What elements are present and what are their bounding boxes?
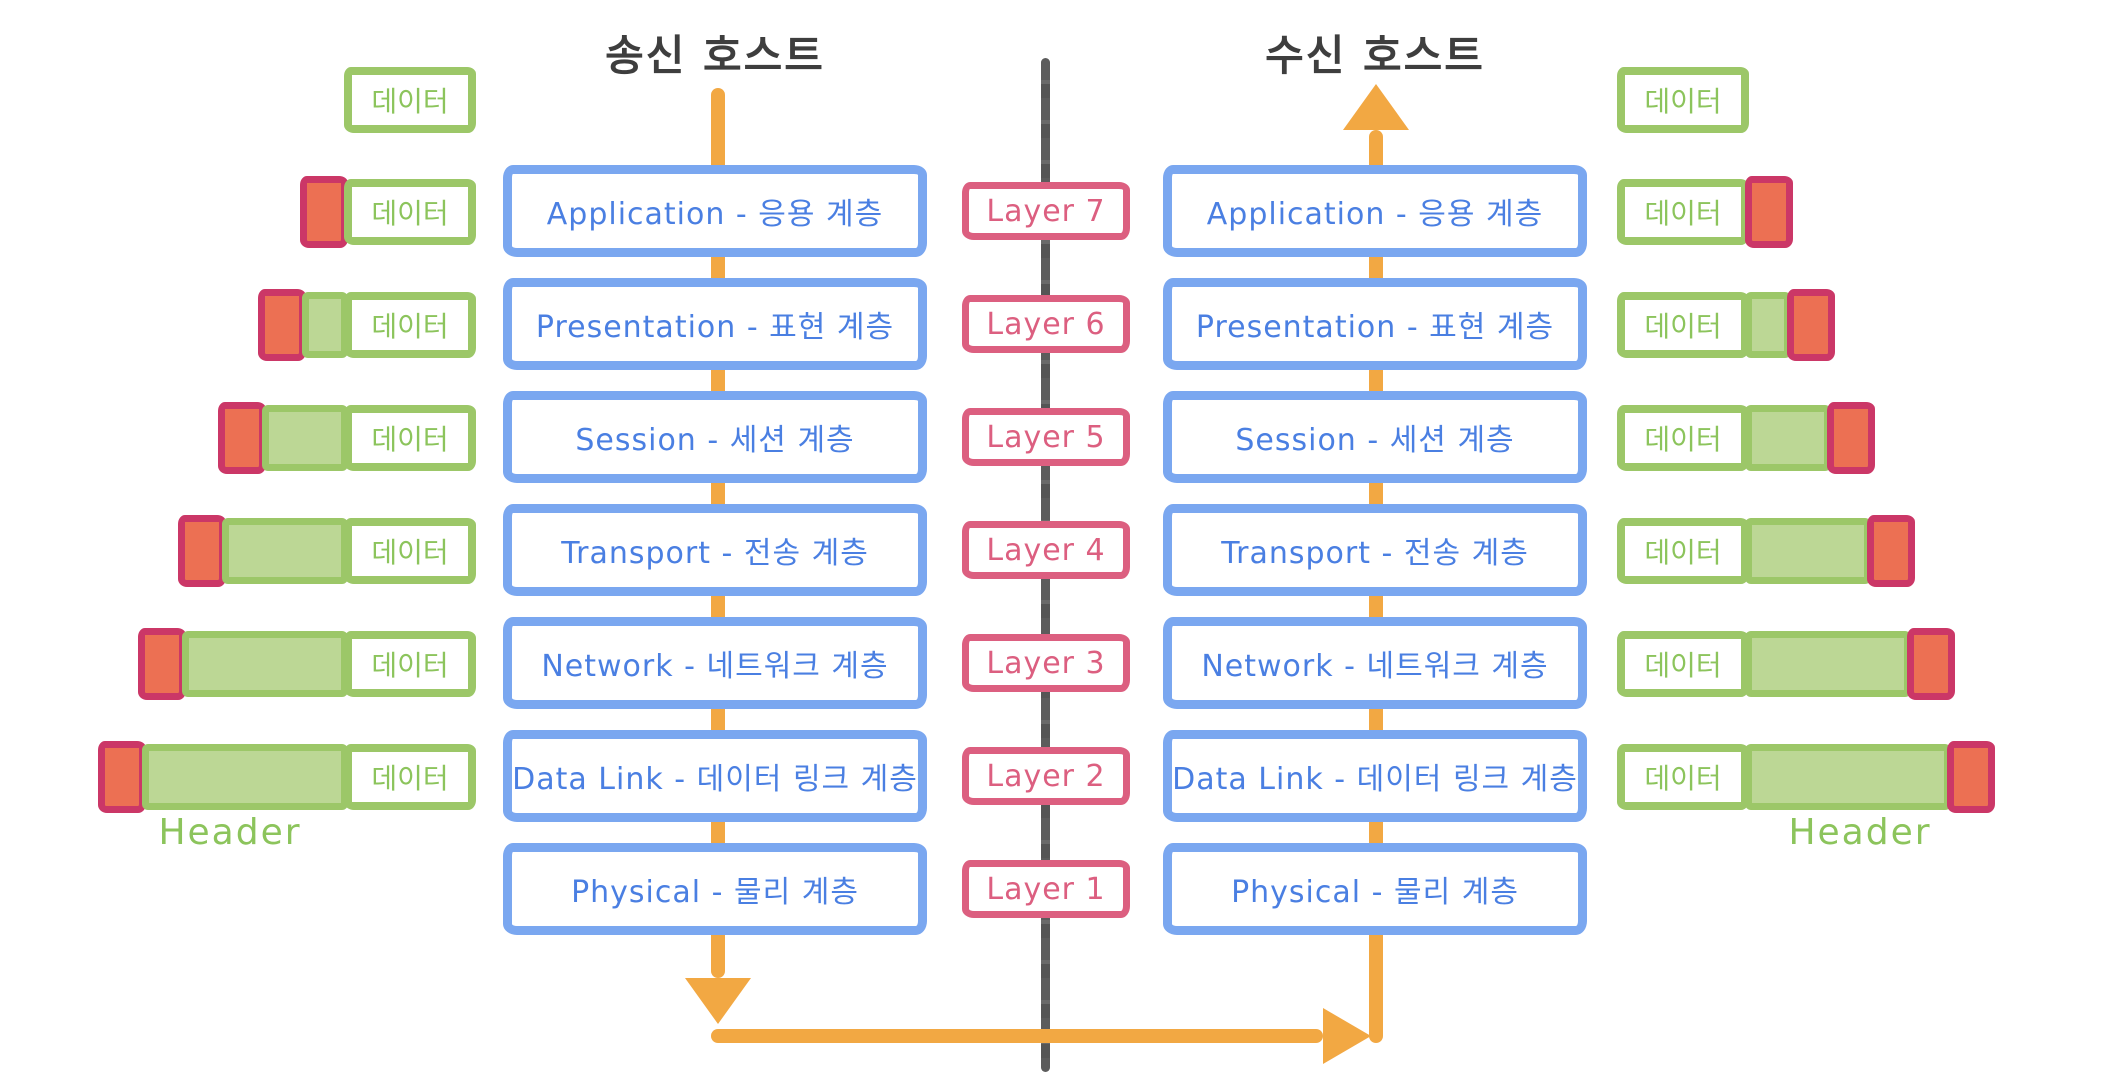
layer-tag-6: Layer 6 [962,295,1130,353]
layer-tag-2: Layer 2 [962,747,1130,805]
layer-tag-5: Layer 5 [962,408,1130,466]
data-box: 데이터 [1617,631,1749,697]
arrow-down-icon [685,978,751,1024]
layer-tag-4: Layer 4 [962,521,1130,579]
data-box: 데이터 [344,292,476,358]
data-box: 데이터 [1617,292,1749,358]
layer-tag-1: Layer 1 [962,860,1130,918]
layer-tag-3: Layer 3 [962,634,1130,692]
arrow-up-icon [1343,84,1409,130]
header-green-block [1745,405,1831,471]
header-green-block [182,631,348,697]
receiver-packet-row4: 데이터 [1617,515,1915,587]
arrow-right-icon [1323,1008,1371,1064]
receiver-layer-network: Network - 네트워크 계층 [1163,617,1587,709]
sender-host-title: 송신 호스트 [605,31,825,80]
sender-layer-transport: Transport - 전송 계층 [503,504,927,596]
sender-packet-row4: 데이터 [178,515,476,587]
receiver-layer-application: Application - 응용 계층 [1163,165,1587,257]
header-red-block [1947,741,1995,813]
sender-packet-row1: 데이터 [300,176,476,248]
sender-packet-row3: 데이터 [218,402,476,474]
header-red-block [1745,176,1793,248]
data-box: 데이터 [344,518,476,584]
header-red-block [1867,515,1915,587]
sender-layer-presentation: Presentation - 표현 계층 [503,278,927,370]
receiver-layer-session: Session - 세션 계층 [1163,391,1587,483]
sender-layer-physical: Physical - 물리 계층 [503,843,927,935]
header-red-block [1787,289,1835,361]
layer-tag-7: Layer 7 [962,182,1130,240]
receiver-packet-row3: 데이터 [1617,402,1875,474]
header-red-block [1827,402,1875,474]
flow-line-transmission [711,1029,1323,1043]
header-caption-right: Header [1788,812,1932,853]
header-green-block [1745,292,1791,358]
data-box: 데이터 [344,631,476,697]
receiver-packet-row1: 데이터 [1617,176,1793,248]
receiver-layer-datalink: Data Link - 데이터 링크 계층 [1163,730,1587,822]
receiver-packet-row2: 데이터 [1617,289,1835,361]
data-box: 데이터 [1617,179,1749,245]
header-green-block [142,744,348,810]
header-red-block [98,741,146,813]
data-box: 데이터 [1617,518,1749,584]
header-green-block [302,292,348,358]
header-red-block [218,402,266,474]
header-red-block [300,176,348,248]
receiver-layer-physical: Physical - 물리 계층 [1163,843,1587,935]
sender-packet-row6: 데이터 [98,741,476,813]
data-box: 데이터 [1617,405,1749,471]
receiver-host-title: 수신 호스트 [1265,31,1485,80]
header-green-block [1745,518,1871,584]
data-box: 데이터 [344,67,476,133]
header-red-block [178,515,226,587]
sender-layer-session: Session - 세션 계층 [503,391,927,483]
header-red-block [138,628,186,700]
sender-layer-network: Network - 네트워크 계층 [503,617,927,709]
receiver-layer-transport: Transport - 전송 계층 [1163,504,1587,596]
receiver-packet-row6: 데이터 [1617,741,1995,813]
receiver-packet-row5: 데이터 [1617,628,1955,700]
data-box: 데이터 [1617,67,1749,133]
receiver-layer-presentation: Presentation - 표현 계층 [1163,278,1587,370]
header-red-block [258,289,306,361]
receiver-packet-row0: 데이터 [1617,64,1749,136]
data-box: 데이터 [1617,744,1749,810]
sender-layer-datalink: Data Link - 데이터 링크 계층 [503,730,927,822]
header-green-block [222,518,348,584]
data-box: 데이터 [344,179,476,245]
header-green-block [1745,744,1951,810]
data-box: 데이터 [344,405,476,471]
header-green-block [262,405,348,471]
sender-layer-application: Application - 응용 계층 [503,165,927,257]
sender-packet-row0: 데이터 [344,64,476,136]
header-red-block [1907,628,1955,700]
data-box: 데이터 [344,744,476,810]
header-caption-left: Header [158,812,302,853]
sender-packet-row2: 데이터 [258,289,476,361]
sender-packet-row5: 데이터 [138,628,476,700]
header-green-block [1745,631,1911,697]
